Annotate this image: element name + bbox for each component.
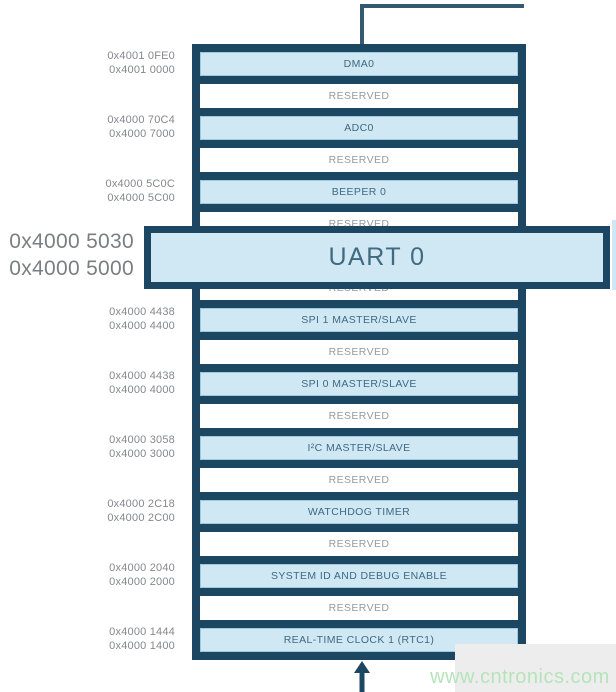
- memory-row-reserved: RESERVED: [200, 468, 518, 492]
- row-label: RESERVED: [328, 90, 390, 102]
- row-label: REAL-TIME CLOCK 1 (RTC1): [283, 634, 435, 646]
- row-label: RESERVED: [328, 154, 390, 166]
- memory-row-reserved: RESERVED: [200, 532, 518, 556]
- memory-row-peripheral: SPI 1 MASTER/SLAVE: [200, 308, 518, 332]
- uart0-address-label: 0x4000 5030 0x4000 5000: [0, 228, 134, 282]
- memory-row-peripheral: SPI 0 MASTER/SLAVE: [200, 372, 518, 396]
- uart0-address-low: 0x4000 5000: [9, 257, 134, 280]
- memory-row-peripheral: BEEPER 0: [200, 180, 518, 204]
- row-label: WATCHDOG TIMER: [307, 506, 411, 518]
- row-label: SPI 0 MASTER/SLAVE: [301, 378, 417, 390]
- memory-row-peripheral: DMA0: [200, 52, 518, 76]
- row-label: I²C MASTER/SLAVE: [307, 442, 411, 454]
- watermark: www.cntronics.com: [430, 666, 610, 688]
- uart0-address-high: 0x4000 5030: [9, 230, 134, 253]
- memory-row-reserved: RESERVED: [200, 596, 518, 620]
- row-label: BEEPER 0: [331, 186, 387, 198]
- connector-line-horizontal: [360, 4, 524, 8]
- row-label: RESERVED: [328, 602, 390, 614]
- memory-row-peripheral: WATCHDOG TIMER: [200, 500, 518, 524]
- cropped-box-edge: [612, 220, 616, 290]
- row-label: RESERVED: [328, 538, 390, 550]
- row-label: RESERVED: [328, 474, 390, 486]
- memory-row-reserved: RESERVED: [200, 148, 518, 172]
- uart0-label: UART 0: [328, 243, 426, 271]
- row-label: ADC0: [344, 122, 374, 134]
- memory-row-peripheral: I²C MASTER/SLAVE: [200, 436, 518, 460]
- up-arrow-icon: [354, 661, 370, 692]
- watermark-background: [455, 644, 616, 692]
- memory-row-reserved: RESERVED: [200, 404, 518, 428]
- row-label: SPI 1 MASTER/SLAVE: [301, 314, 417, 326]
- row-label: RESERVED: [328, 410, 390, 422]
- memory-row-peripheral: SYSTEM ID AND DEBUG ENABLE: [200, 564, 518, 588]
- row-label: RESERVED: [328, 346, 390, 358]
- memory-row-reserved: RESERVED: [200, 84, 518, 108]
- row-label: DMA0: [343, 58, 375, 70]
- uart0-highlight-box: UART 0: [144, 226, 610, 289]
- connector-line-vertical: [360, 4, 364, 46]
- memory-row-reserved: RESERVED: [200, 340, 518, 364]
- row-label: SYSTEM ID AND DEBUG ENABLE: [270, 570, 448, 582]
- memory-row-peripheral: ADC0: [200, 116, 518, 140]
